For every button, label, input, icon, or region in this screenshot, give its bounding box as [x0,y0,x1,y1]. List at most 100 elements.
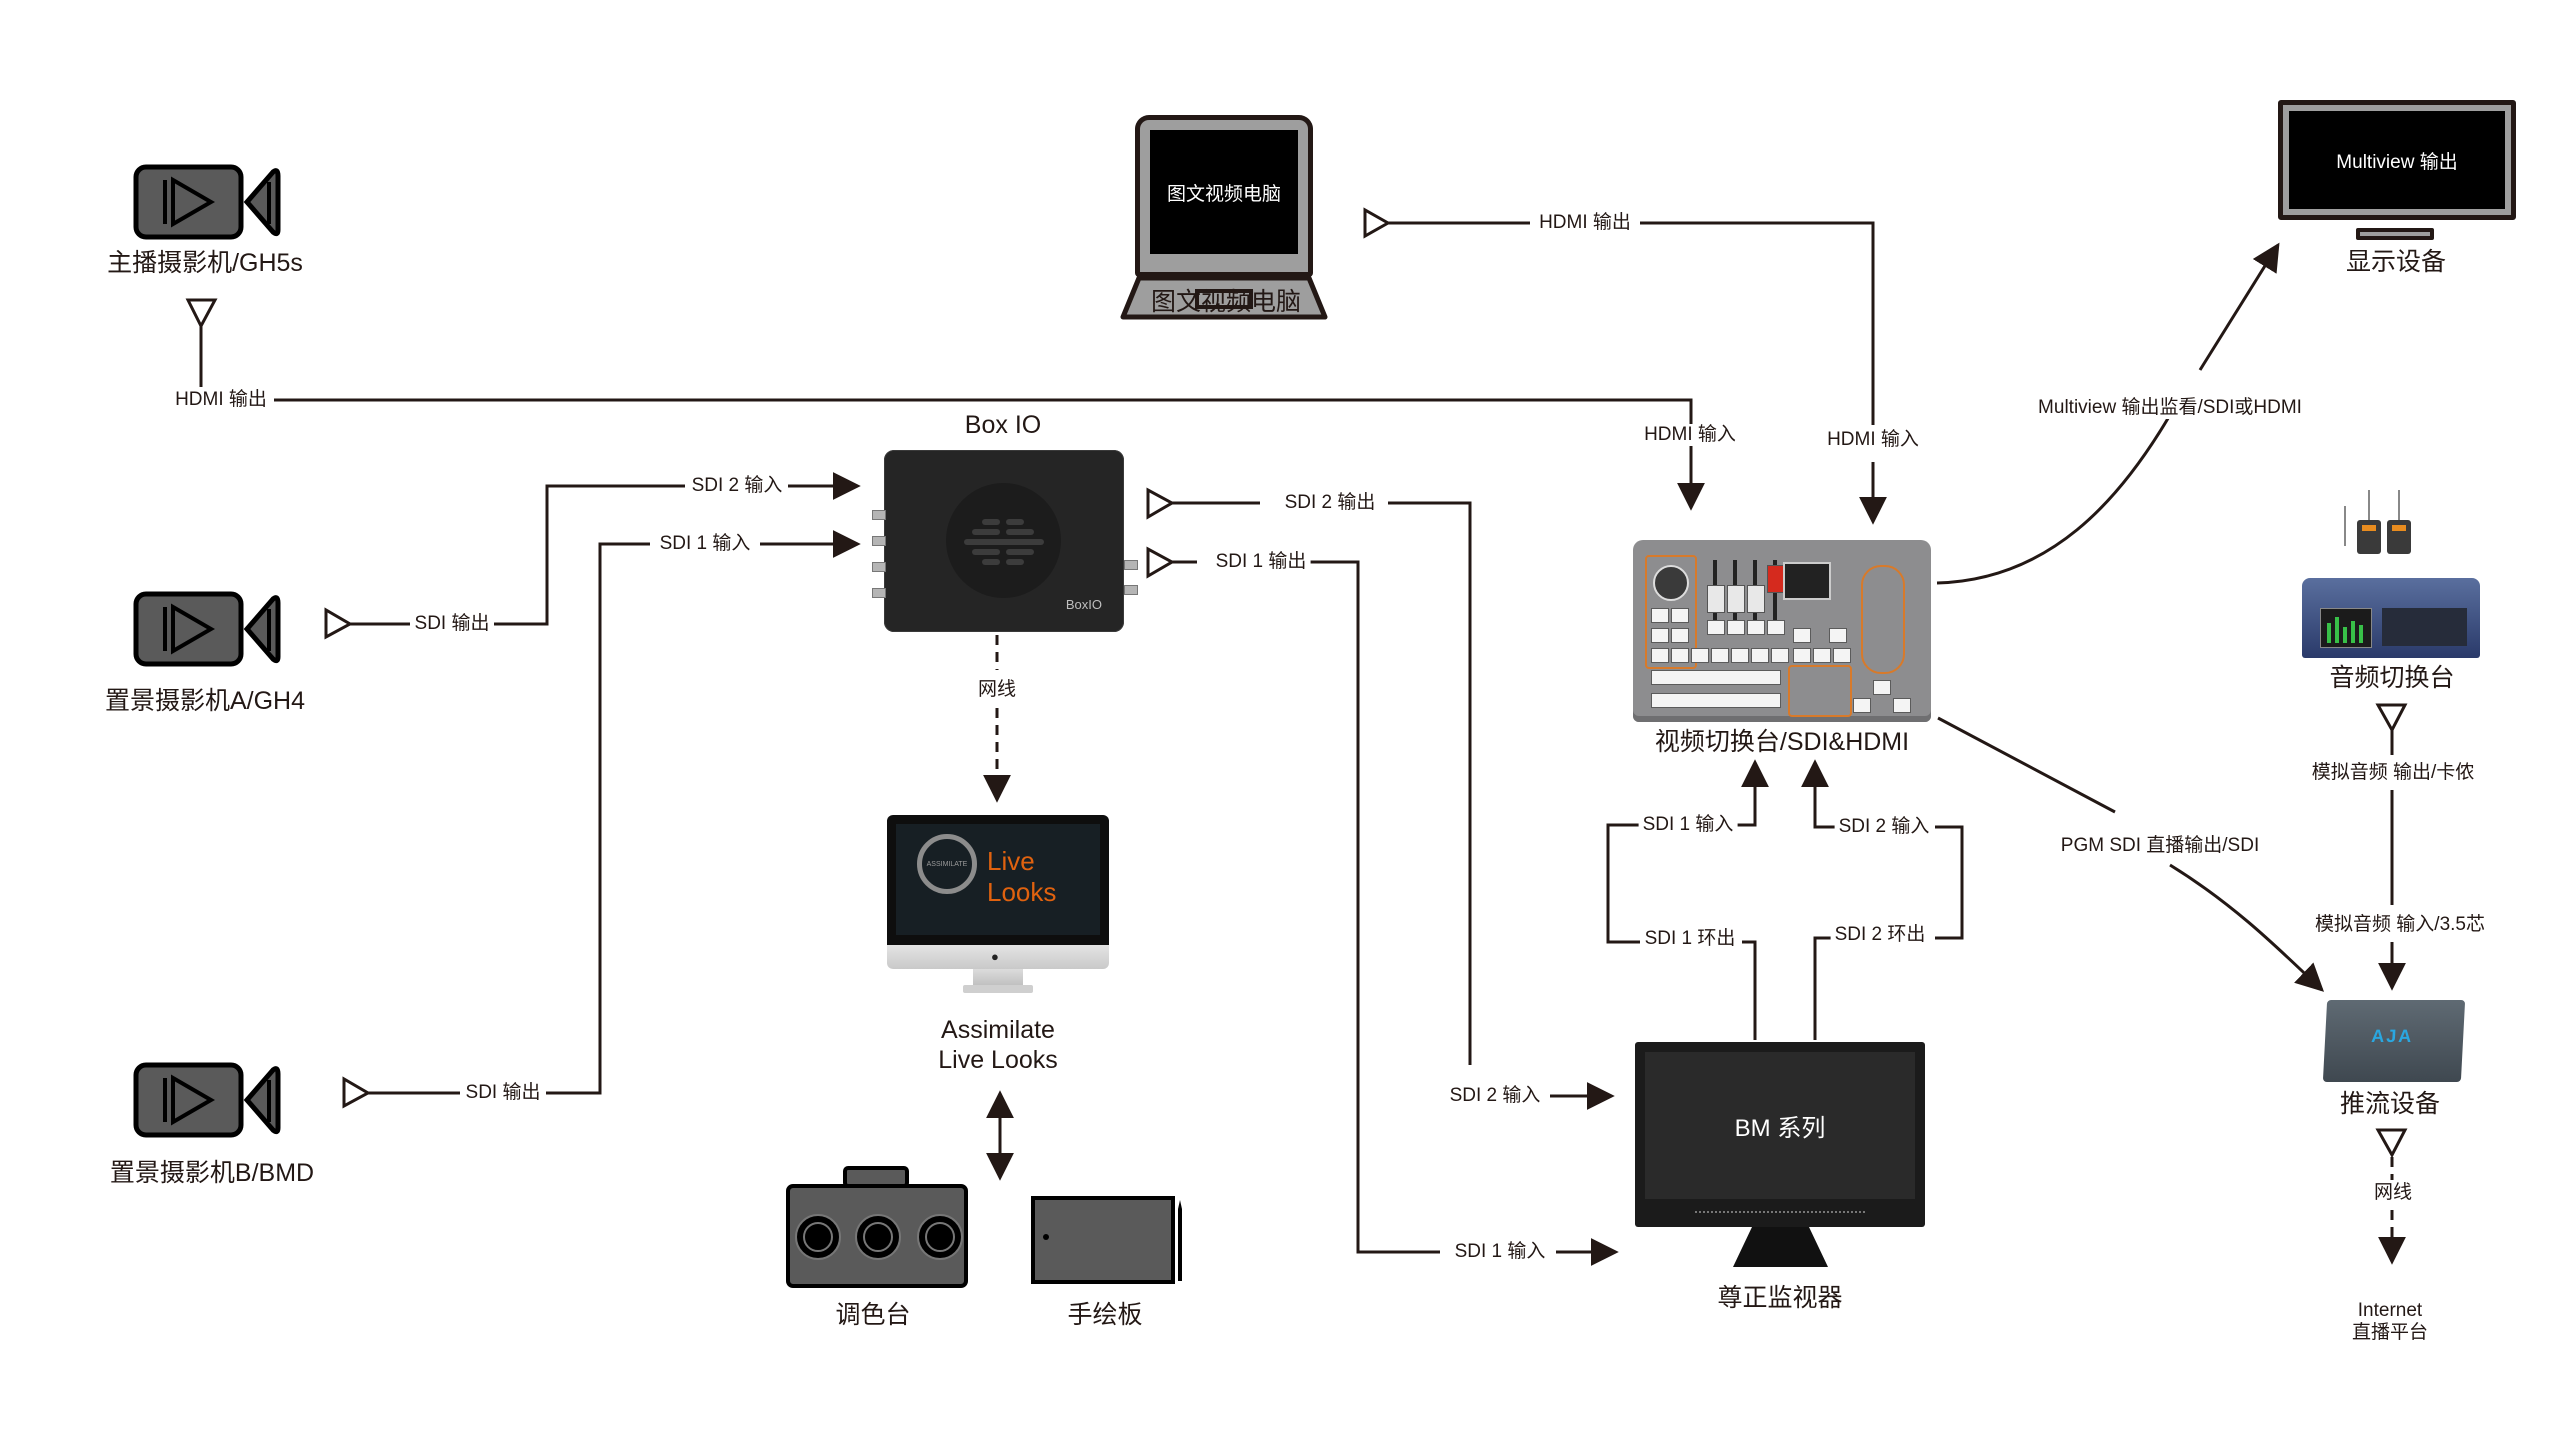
wire-boxio-sdi2-b [1388,501,1472,1065]
camera-a-label: 置景摄影机A/GH4 [104,687,306,715]
monitor-buttons [1695,1211,1865,1217]
switcher-label: 视频切换台/SDI&HDMI [1654,728,1910,756]
boxio-network-label: 网线 [973,679,1021,701]
cam-a-sdi-out-label: SDI 输出 [410,613,494,635]
grading-panel-label: 调色台 [835,1301,911,1329]
cam-b-sdi-out-label: SDI 输出 [461,1082,545,1104]
display-stand [2356,228,2434,240]
boxio-vent [946,483,1061,598]
loop-sdi1-out-label: SDI 1 环出 [1640,928,1740,950]
wire-boxio-sdi1-b [1305,560,1440,1254]
wire-loop2-in [1801,759,1838,829]
display-label: 显示设备 [2345,248,2447,276]
video-camera-icon [133,1062,281,1138]
wire-cam-b-sdi-b [546,542,650,1095]
port-cam-b-out [342,1076,372,1109]
imac-icon: ASSIMILATE Live Looks [887,815,1109,945]
jog-wheel [1653,565,1689,601]
wireless-transmitter-icon [2357,520,2381,554]
monitor-sdi1-in-label: SDI 1 输入 [1450,1241,1550,1263]
imac-label-line1: Assimilate [941,1016,1055,1044]
wire-pgm-a [1937,716,2116,814]
port-boxio-sdi2-out [1146,487,1176,520]
wire-laptop-hdmi-b [1640,221,1875,425]
wire-loop1-side [1606,823,1640,944]
camera-main-label: 主播摄影机/GH5s [107,249,303,277]
laptop-label: 图文视频电脑 [1150,288,1302,316]
camera-a [133,591,283,674]
port-boxio-sdi1-out [1146,546,1176,579]
monitor-stand [1733,1227,1828,1267]
audio-mixer [2302,490,2482,670]
color-grading-panel-icon [786,1166,968,1288]
drawing-tablet-icon [1031,1196,1182,1284]
streamer-label: 推流设备 [2339,1090,2441,1118]
boxio-device: BoxIO [872,450,1138,632]
audio-in-label: 模拟音频 输入/3.5芯 [2311,914,2489,936]
cam-main-hdmi-out-label: HDMI 输出 [171,389,271,411]
display-screen-text: Multiview 输出 [2289,111,2505,209]
boxio-sdi1-out-label: SDI 1 输出 [1211,551,1311,573]
audio-mixer-label: 音频切换台 [2329,664,2455,692]
streamer-network-label: 网线 [2369,1182,2417,1204]
color-grading-panel [785,1165,970,1300]
boxio-title: Box IO [964,411,1042,439]
drawing-tablet [1030,1195,1185,1292]
laptop-icon: 图文视频电脑 [1135,115,1313,277]
streaming-encoder: AJA [2322,1000,2466,1082]
port-audio-out [2375,703,2408,734]
port-cam-a-out [324,607,354,640]
apple-logo-icon: ● [991,949,999,964]
graphics-laptop: 图文视频电脑 [1120,115,1328,330]
wire-cam-a-sdi-b [494,484,685,626]
audio-recorder-icon [2302,578,2480,658]
reference-monitor: BM 系列 [1635,1042,1925,1227]
boxio-sdi2-in-label: SDI 2 输入 [687,475,787,497]
multiview-display: Multiview 输出 [2278,100,2516,245]
wire-pgm-b [2169,863,2325,992]
boxio-brand: BoxIO [1065,597,1102,612]
wire-loop1-up [1742,940,1757,1040]
video-camera-icon [133,591,281,667]
aja-logo: AJA [2370,1026,2414,1046]
wire-multiview-a [1936,414,2172,585]
laptop-hdmi-out-label: HDMI 输出 [1535,212,1635,234]
monitor-sdi2-in-label: SDI 2 输入 [1445,1085,1545,1107]
camera-b [133,1062,283,1145]
wire-loop2-side [1935,825,1964,940]
audio-out-label: 模拟音频 输出/卡侬 [2307,762,2479,784]
loop-sdi1-in-label: SDI 1 输入 [1638,814,1738,836]
monitor-label: 尊正监视器 [1717,1284,1843,1312]
multiview-out-label: Multiview 输出监看/SDI或HDMI [2034,397,2306,419]
switcher-hdmi-in-1-label: HDMI 输入 [1640,424,1740,446]
switcher-hdmi-in-2-label: HDMI 输入 [1823,429,1923,451]
laptop-keyboard-base [1120,275,1328,320]
wireless-transmitter-icon [2387,520,2411,554]
laptop-screen-text: 图文视频电脑 [1150,130,1298,254]
loop-sdi2-in-label: SDI 2 输入 [1834,816,1934,838]
wire-loop2-up [1813,936,1832,1040]
port-laptop-out [1363,207,1392,239]
imac-label-line2: Live Looks [938,1046,1058,1074]
imac-live-looks: ASSIMILATE Live Looks ● [887,815,1109,995]
video-camera-icon [133,164,281,240]
t-bar [1861,565,1905,674]
pgm-out-label: PGM SDI 直播输出/SDI [2056,835,2264,857]
boxio-sdi1-in-label: SDI 1 输入 [655,533,755,555]
boxio-sdi2-out-label: SDI 2 输出 [1280,492,1380,514]
live-looks-title: Live Looks [987,846,1057,907]
wire-cam-main-hdmi-h [274,398,1705,511]
internet-line2: 直播平台 [2351,1322,2429,1343]
internet-line1: Internet [2357,1300,2423,1321]
camera-main [133,164,283,247]
tablet-label: 手绘板 [1067,1301,1143,1329]
port-cam-main-out [185,298,218,330]
camera-b-label: 置景摄影机B/BMD [109,1159,315,1187]
loop-sdi2-out-label: SDI 2 环出 [1830,924,1930,946]
monitor-screen-text: BM 系列 [1645,1052,1915,1199]
wire-multiview-b [2198,242,2280,371]
wire-loop1-in [1735,759,1769,827]
video-switcher [1633,540,1931,722]
assimilate-logo: ASSIMILATE [917,834,977,894]
